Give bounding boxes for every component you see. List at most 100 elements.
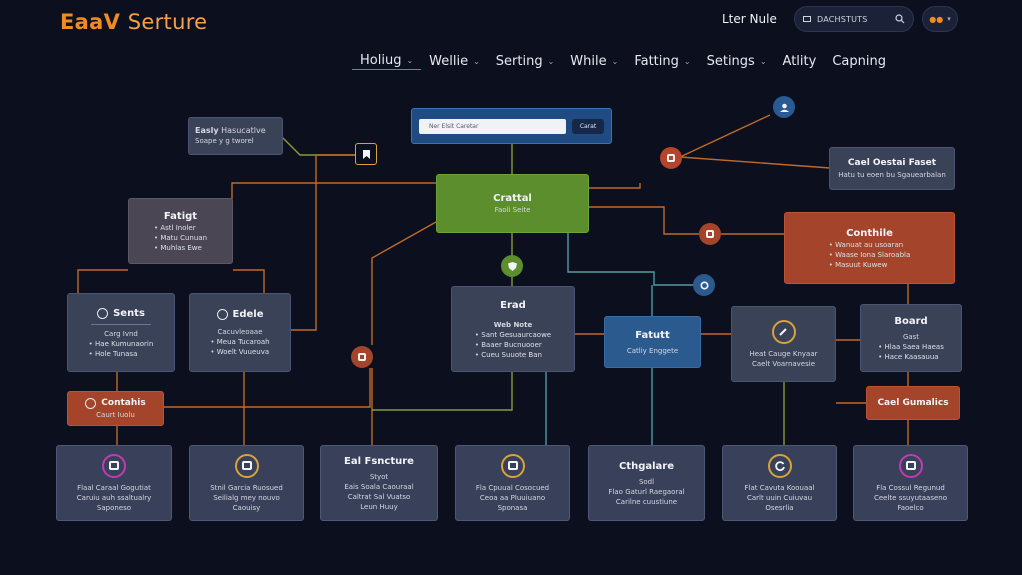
- node-central-title: Crattal: [493, 193, 532, 204]
- edit-icon: [771, 319, 796, 344]
- node-erad[interactable]: Erad Web Note Sant Gesuaurcaowe Baaer Bu…: [451, 286, 575, 372]
- card-2-line2: Seilialg mey nouvo: [213, 493, 280, 502]
- camera-node-icon[interactable]: [660, 147, 682, 169]
- card-2-line1: Stnil Garcia Ruosued: [210, 483, 283, 492]
- node-erad-title: Erad: [500, 299, 526, 311]
- node-contahis[interactable]: Contahis Caurt Iuolu: [67, 391, 164, 426]
- node-fatigt-bullet: Muhlas Ewe: [154, 243, 207, 253]
- header-search-text: DACHSTUTS: [817, 14, 868, 24]
- nav-item-0[interactable]: Holiug⌄: [352, 52, 422, 70]
- node-fatutt-sub: Catliy Enggete: [626, 346, 679, 355]
- window-icon: [803, 16, 811, 22]
- node-cael-gumalics[interactable]: Cael Gumalics: [866, 386, 960, 420]
- node-board-title: Board: [894, 315, 928, 327]
- card-6-line1: Flat Cavuta Koouaal: [744, 483, 815, 492]
- node-easly[interactable]: Easly Hasucatlve Soape y g tworel: [188, 117, 283, 155]
- node-sents[interactable]: Sents Carg Ivnd Hae Kumunaorin Hole Tuna…: [67, 293, 175, 372]
- card-3[interactable]: Eal Fsncture Styot Eais Soala Caouraal C…: [320, 445, 438, 521]
- node-mid-right-line1: Heat Cauge Knyaar: [749, 349, 818, 358]
- nav-item-4[interactable]: Fatting⌄: [634, 53, 691, 69]
- node-conthile-bullet: Masuut Kuwew: [829, 260, 911, 270]
- node-erad-line1: Web Note: [493, 320, 533, 329]
- node-easly-line1: Hasucatlve: [221, 126, 266, 135]
- node-conthile-bullet: Waase Iona Slaroabla: [829, 250, 910, 260]
- image-icon: [500, 453, 525, 478]
- node-central[interactable]: Crattal Faoli Seite: [436, 174, 589, 233]
- node-mid-right[interactable]: Heat Cauge Knyaar Caelt Voarnavesie: [731, 306, 836, 382]
- node-cael-right[interactable]: Cael Oestai Faset Hatu tu eoen bu Sgauea…: [829, 147, 955, 190]
- card-5-line1: Sodl: [638, 477, 655, 486]
- layout-icon: [234, 453, 259, 478]
- card-7-line1: Fla Cossul Regunud: [876, 483, 945, 492]
- card-4-line2: Ceoa aa Pluuiuano: [479, 493, 546, 502]
- chevron-down-icon: ⌄: [406, 56, 414, 65]
- user-label[interactable]: Lter Nule: [722, 12, 777, 26]
- node-conthile[interactable]: Conthile Wanuat au usoaran Waase Iona Sl…: [784, 212, 955, 284]
- card-6[interactable]: Flat Cavuta Koouaal Carlt uuin Cuiuvau O…: [722, 445, 837, 521]
- chevron-down-icon: ▾: [947, 15, 951, 23]
- card-5-title: Cthgalare: [618, 460, 675, 472]
- search-icon[interactable]: [895, 14, 905, 24]
- node-edele-title: Edele: [232, 309, 264, 320]
- list-node-icon[interactable]: [351, 346, 373, 368]
- node-board-bullet: Hlaa Saea Haeas: [878, 342, 943, 352]
- refresh-icon: [767, 453, 792, 478]
- node-sents-title: Sents: [113, 307, 145, 319]
- nav-item-2[interactable]: Serting⌄: [495, 53, 555, 69]
- nav-item-7[interactable]: Capning: [832, 53, 886, 69]
- nav-item-6[interactable]: Atlity: [782, 53, 817, 69]
- card-3-line1: Styot: [369, 472, 389, 481]
- card-7-line3: Faoelco: [897, 503, 924, 512]
- nav-item-3[interactable]: While⌄: [570, 53, 619, 69]
- card-4[interactable]: Fla Cpuual Cosocued Ceoa aa Pluuiuano Sp…: [455, 445, 570, 521]
- node-conthile-title: Conthile: [846, 227, 893, 239]
- node-edele-line1: Cacuvleoaae: [217, 328, 263, 336]
- node-erad-bullet: Sant Gesuaurcaowe: [475, 330, 551, 340]
- card-1-line3: Saponeso: [96, 503, 132, 512]
- diagram-search-input[interactable]: Ner Elsit Caretar: [419, 118, 566, 134]
- chevron-down-icon: ⌄: [611, 56, 619, 66]
- nav-item-5[interactable]: Setings⌄: [706, 53, 767, 69]
- document-icon: [102, 453, 126, 478]
- node-erad-bullet: Cueu Suuote Ban: [475, 350, 551, 360]
- node-edele[interactable]: Edele Cacuvleoaae Meua Tucaroah Woelt Vu…: [189, 293, 291, 372]
- node-icon: [216, 309, 228, 320]
- node-icon: [85, 398, 97, 409]
- node-cael-right-title: Cael Oestai Faset: [847, 158, 937, 168]
- card-3-line4: Leun Huuy: [360, 502, 398, 511]
- node-fatigt-bullet: Astl Inoler: [154, 223, 207, 233]
- node-sents-line1: Carg Ivnd: [104, 329, 138, 338]
- node-board[interactable]: Board Gast Hlaa Saea Haeas Hace Kaasauua: [860, 304, 962, 372]
- node-mid-right-line2: Caelt Voarnavesie: [751, 359, 816, 368]
- card-7-line2: Ceelte ssuyutaaseno: [873, 493, 948, 502]
- bookmark-node-icon[interactable]: [355, 143, 377, 165]
- card-1-line1: Flaal Caraal Gogutiat: [77, 483, 151, 492]
- diagram-search-button[interactable]: Carat: [572, 118, 604, 134]
- node-fatutt-title: Fatutt: [635, 329, 670, 341]
- dots-icon: ●●: [929, 14, 944, 24]
- brand-logo[interactable]: EaaV Serture: [60, 10, 208, 34]
- chevron-down-icon: ⌄: [473, 56, 480, 66]
- user-node-icon[interactable]: [773, 96, 795, 118]
- node-fatigt-bullet: Matu Cunuan: [154, 233, 207, 243]
- node-fatigt[interactable]: Fatigt Astl Inoler Matu Cunuan Muhlas Ew…: [128, 198, 233, 264]
- header-search[interactable]: DACHSTUTS: [794, 6, 914, 32]
- card-4-line3: Sponasa: [497, 503, 528, 512]
- node-sents-bullet: Hole Tunasa: [89, 349, 154, 359]
- node-edele-bullet: Meua Tucaroah: [210, 337, 270, 347]
- card-4-line1: Fla Cpuual Cosocued: [475, 483, 550, 492]
- card-7[interactable]: Fla Cossul Regunud Ceelte ssuyutaaseno F…: [853, 445, 968, 521]
- shield-node-icon[interactable]: [501, 255, 523, 277]
- card-6-line3: Osesrlia: [765, 503, 794, 512]
- card-2[interactable]: Stnil Garcia Ruosued Seilialg mey nouvo …: [189, 445, 304, 521]
- more-menu-button[interactable]: ●● ▾: [922, 6, 958, 32]
- nav-item-1[interactable]: Wellie⌄: [429, 53, 480, 69]
- node-fatutt[interactable]: Fatutt Catliy Enggete: [604, 316, 701, 368]
- link-node-icon[interactable]: [693, 274, 715, 296]
- card-1[interactable]: Flaal Caraal Gogutiat Caruiu auh ssaltua…: [56, 445, 172, 521]
- node-contahis-sub: Caurt Iuolu: [96, 411, 135, 419]
- card-5[interactable]: Cthgalare Sodl Flao Gaturl Raegaoral Car…: [588, 445, 705, 521]
- node-easly-title: Easly: [195, 126, 219, 135]
- grid-icon: [898, 453, 923, 478]
- calendar-node-icon[interactable]: [699, 223, 721, 245]
